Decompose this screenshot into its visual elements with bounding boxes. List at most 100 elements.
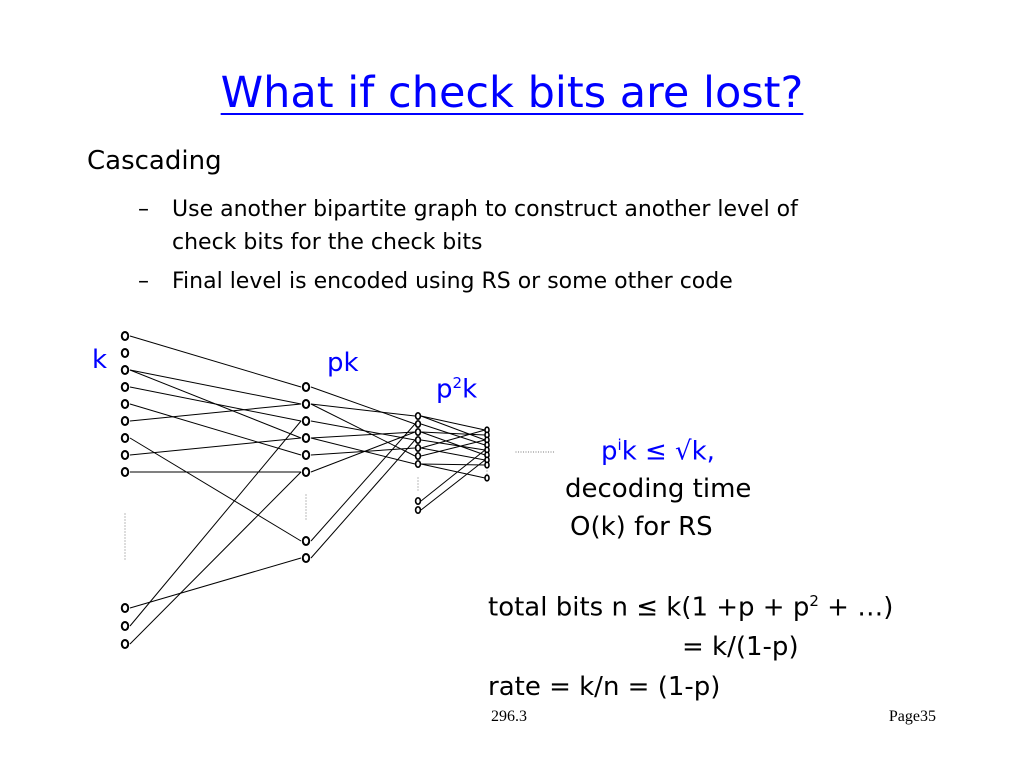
footer-page-number: Page35 (888, 708, 936, 725)
node-k (120, 433, 130, 443)
edge-pk-p2k (310, 439, 416, 559)
ellipsis-dot-k (124, 549, 126, 551)
slide-title: What if check bits are lost? (220, 68, 804, 118)
ellipsis-dot-horizontal (540, 451, 542, 453)
ellipsis-dot-p2k (417, 489, 419, 491)
node-k (120, 467, 130, 477)
bullet-dash: – (138, 269, 149, 294)
node-p2k (414, 451, 422, 460)
edge-pk-p2k (310, 431, 416, 473)
edge-pk-p2k (310, 431, 416, 439)
label-p2k: p2k (436, 374, 477, 405)
edge-k-pk (129, 369, 302, 439)
formula-k-over-1-p: = k/(1-p) (682, 632, 799, 662)
node-pk (301, 382, 311, 392)
ellipsis-dot-k (124, 546, 126, 548)
node-pk (301, 536, 311, 546)
ellipsis-dot-pk (305, 518, 307, 520)
edge-k-pk (129, 437, 302, 456)
ellipsis-dot-horizontal (522, 451, 525, 453)
ellipsis-dot-horizontal (537, 451, 540, 453)
label-pk: pk (327, 348, 359, 378)
graph-edges (129, 335, 486, 645)
edge-pk-p2k (310, 420, 416, 441)
node-k (120, 621, 130, 631)
ellipsis-dot-horizontal (527, 451, 530, 453)
node-pk (301, 467, 311, 477)
ellipsis-dot-horizontal (545, 451, 547, 453)
ellipsis-dot-k (124, 519, 126, 521)
ellipsis-dot-horizontal (530, 451, 532, 453)
node-final (484, 474, 490, 482)
formula-decoding-time: decoding time (565, 474, 752, 504)
ellipsis-dot-final (486, 473, 488, 475)
footer-course-number: 296.3 (491, 708, 527, 725)
label-p2k-base: p (436, 374, 453, 405)
formula-pik-rest: k ≤ √k, (621, 436, 715, 467)
node-k (120, 603, 130, 613)
node-k (120, 382, 130, 392)
node-p2k (414, 419, 422, 428)
node-p2k (414, 505, 422, 514)
edge-p2k-final (420, 439, 486, 451)
ellipsis-dot-k (124, 516, 126, 518)
ellipsis-dot-pk (305, 494, 307, 496)
edge-k-pk (129, 403, 302, 456)
node-k (120, 639, 130, 649)
node-k (120, 365, 130, 375)
edge-p2k-final (420, 431, 486, 436)
ellipsis-dot-p2k (417, 486, 419, 488)
ellipsis-dot-horizontal (515, 451, 517, 453)
node-k (120, 348, 130, 358)
ellipsis-dot-k (124, 534, 126, 536)
edge-k-pk (129, 369, 302, 405)
ellipsis-dot-pk (305, 512, 307, 514)
formula-total-post: + …) (818, 592, 894, 623)
ellipsis-dot-k (124, 543, 126, 545)
ellipsis-dot-p2k (417, 480, 419, 482)
ellipsis-dot-k (124, 531, 126, 533)
node-p2k (414, 459, 422, 468)
edge-p2k-final (420, 415, 486, 441)
ellipsis-dot-horizontal (532, 451, 535, 453)
ellipsis-dot-k (124, 525, 126, 527)
formula-pik: pik ≤ √k, (601, 436, 715, 467)
ellipsis-dot-horizontal (525, 451, 527, 453)
edge-p2k-final (420, 423, 486, 446)
formula-total-sup: 2 (809, 592, 819, 610)
formula-pik-sup: i (617, 436, 622, 454)
bullet-text-line-2: check bits for the check bits (172, 230, 483, 255)
edge-p2k-final (420, 429, 486, 449)
ellipsis-dot-k (124, 540, 126, 542)
edge-p2k-final (420, 463, 486, 479)
ellipsis-dot-k (124, 558, 126, 560)
ellipsis-dot-k (124, 555, 126, 557)
node-pk (301, 399, 311, 409)
edge-k-pk (129, 471, 302, 645)
ellipsis-dot-horizontal (542, 451, 545, 453)
edge-k-pk (129, 437, 302, 542)
edge-p2k-final (420, 415, 486, 431)
node-p2k (414, 427, 422, 436)
label-p2k-tail: k (462, 374, 478, 405)
node-p2k (414, 496, 422, 505)
ellipsis-dot-k (124, 528, 126, 530)
ellipsis-dot-pk (305, 515, 307, 517)
node-p2k (414, 443, 422, 452)
edge-pk-p2k (310, 403, 416, 417)
graph-nodes (120, 331, 490, 649)
node-pk (301, 433, 311, 443)
edge-pk-p2k (310, 423, 416, 542)
node-final (484, 461, 490, 469)
edge-k-pk (129, 403, 302, 422)
ellipsis-dot-p2k (417, 477, 419, 479)
ellipsis-dot-k (124, 552, 126, 554)
ellipsis-dot-pk (305, 509, 307, 511)
node-pk (301, 553, 311, 563)
ellipsis-dot-pk (305, 506, 307, 508)
edge-k-pk (129, 335, 302, 388)
ellipsis-dots (124, 451, 555, 560)
formula-total-bits: total bits n ≤ k(1 +p + p2 + …) (488, 592, 893, 623)
edge-pk-p2k (310, 386, 416, 425)
